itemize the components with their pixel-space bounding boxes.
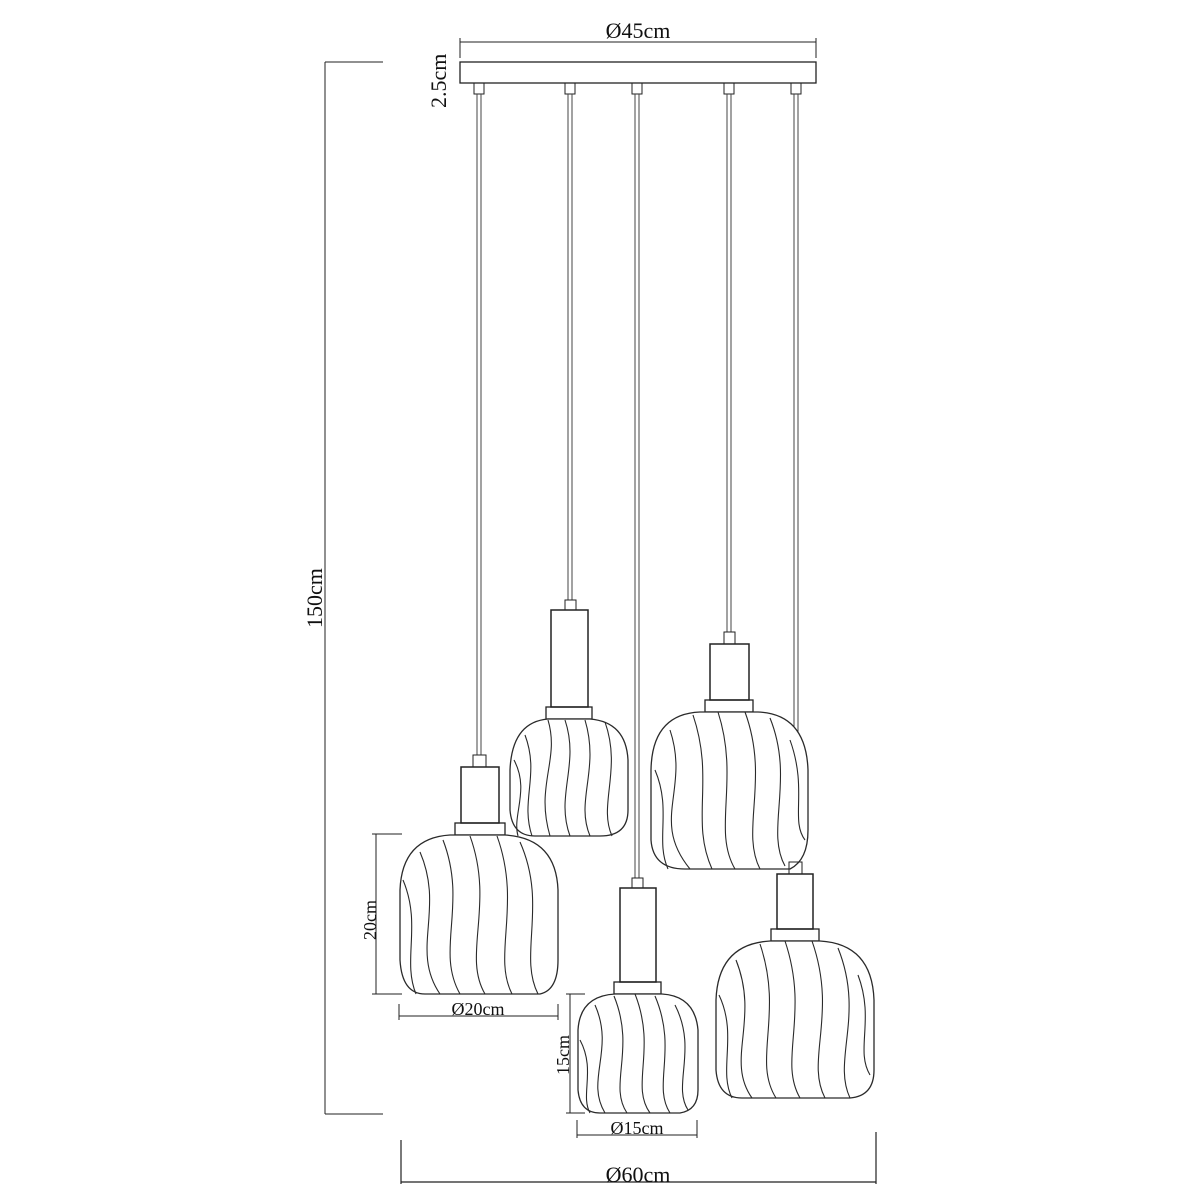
overall-diameter-label: Ø60cm	[606, 1162, 671, 1187]
overall-height-dimension: 150cm	[302, 61, 383, 1115]
pendant-2	[509, 599, 629, 837]
canopy-diameter-label: Ø45cm	[606, 18, 671, 43]
small-shade-diameter-label: Ø15cm	[611, 1118, 664, 1138]
pendant-5	[715, 861, 875, 1099]
overall-diameter-dimension: Ø60cm	[400, 1132, 877, 1187]
large-shade-diameter-label: Ø20cm	[452, 999, 505, 1019]
pendant-3	[577, 877, 699, 1114]
large-shade-dimensions: 20cm Ø20cm	[360, 833, 559, 1020]
small-shade-dimensions: 15cm Ø15cm	[553, 993, 698, 1138]
large-shade-height-label: 20cm	[360, 900, 380, 940]
pendant-4	[650, 631, 809, 870]
pendant-1	[399, 754, 559, 995]
canopy-height-dimension: 2.5cm	[426, 54, 451, 108]
overall-height-label: 150cm	[302, 568, 327, 628]
canopy-height-label: 2.5cm	[426, 54, 451, 108]
small-shade-height-label: 15cm	[553, 1035, 573, 1075]
canopy-diameter-dimension: Ø45cm	[459, 18, 817, 58]
canopy	[459, 61, 817, 95]
